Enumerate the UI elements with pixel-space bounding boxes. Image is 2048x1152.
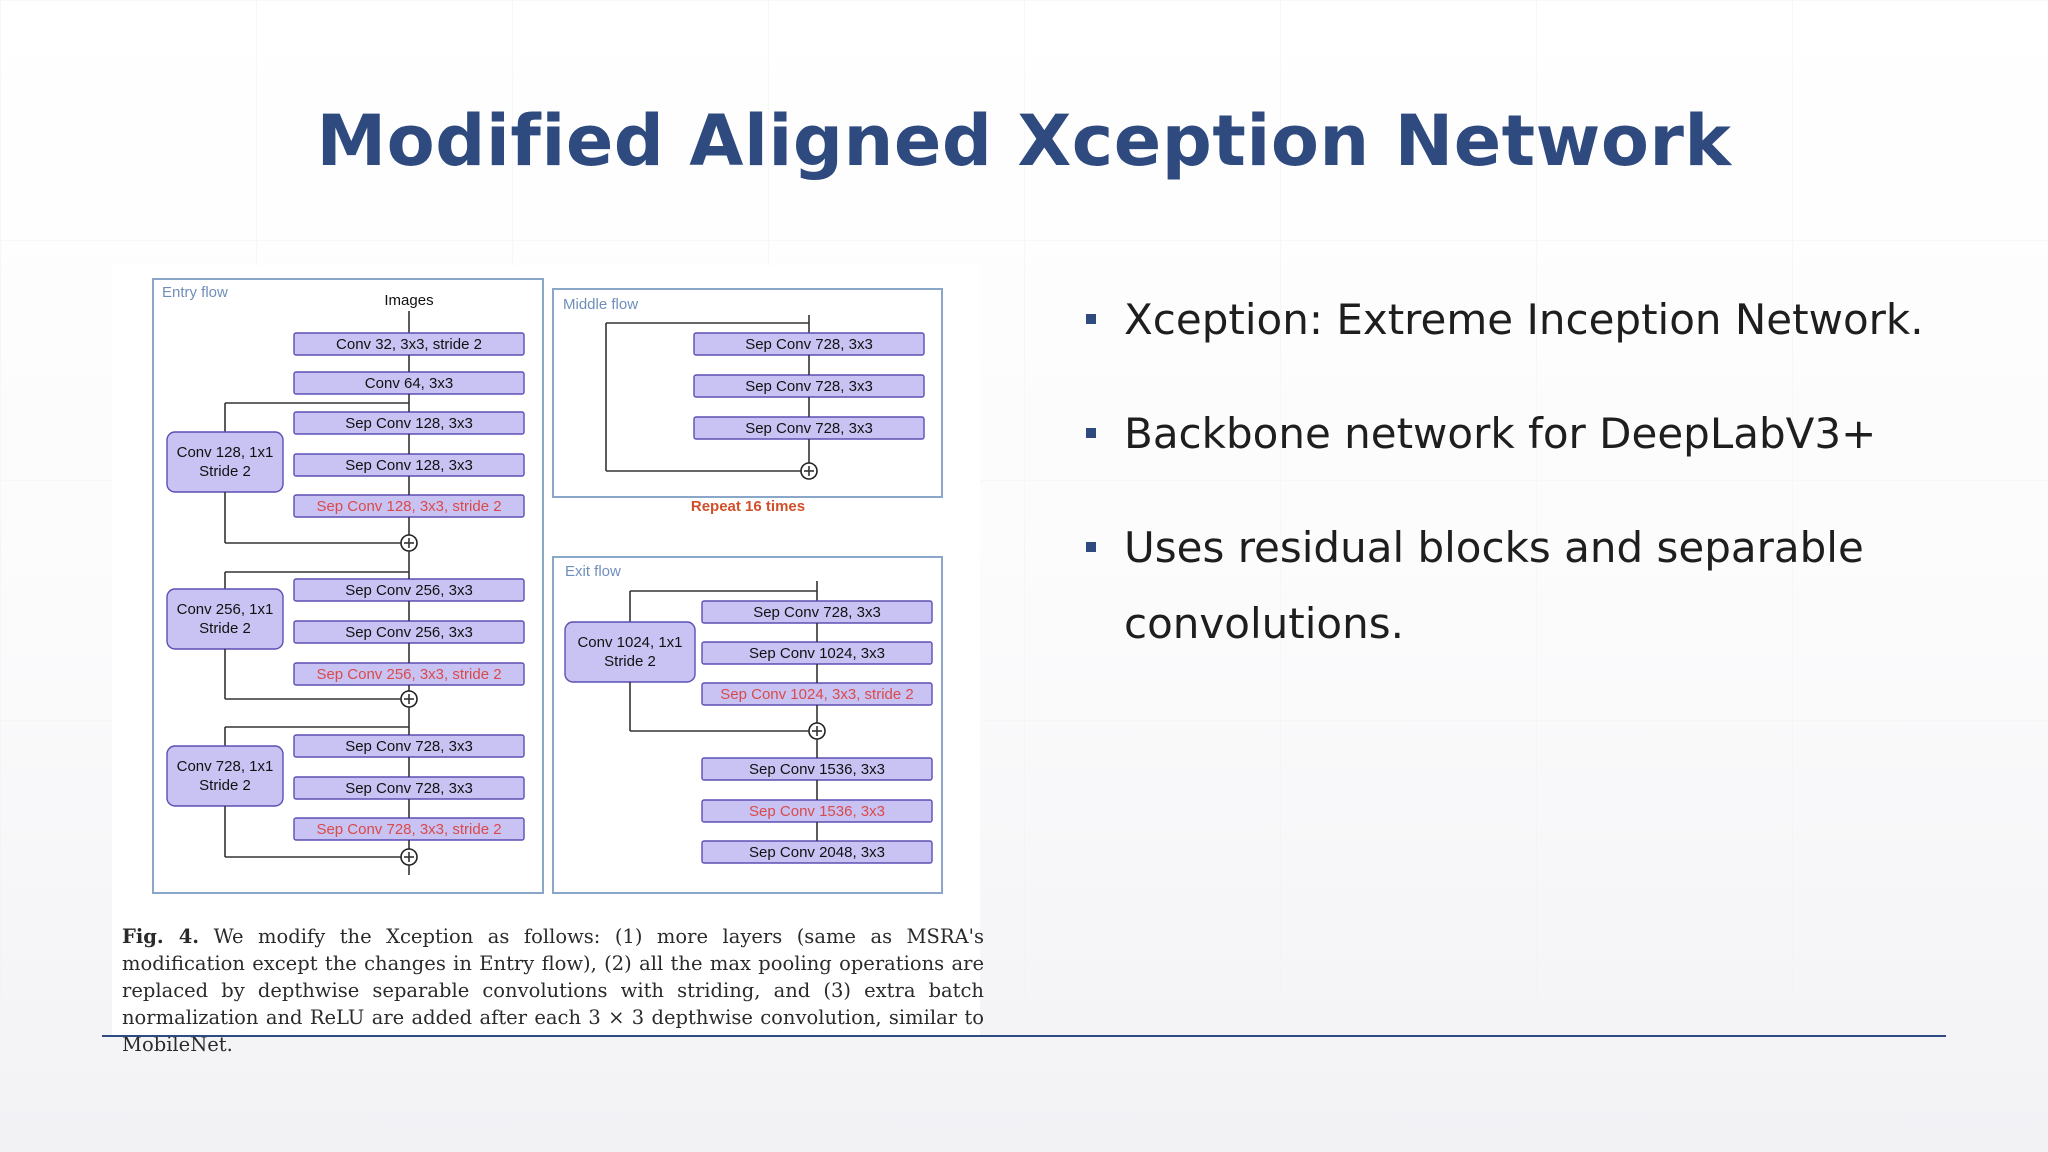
- skip-label: Stride 2: [199, 463, 251, 480]
- exit-flow-label: Exit flow: [565, 563, 621, 580]
- layer-label: Sep Conv 1024, 3x3, stride 2: [720, 686, 913, 703]
- layer-label: Sep Conv 728, 3x3: [745, 420, 873, 437]
- layer-label: Sep Conv 728, 3x3: [745, 378, 873, 395]
- layer-label: Sep Conv 128, 3x3, stride 2: [316, 498, 501, 515]
- bullet-marker: [1086, 428, 1096, 438]
- layer-label: Sep Conv 256, 3x3: [345, 624, 473, 641]
- layer-label: Sep Conv 728, 3x3: [345, 780, 473, 797]
- skip-label: Stride 2: [199, 620, 251, 637]
- layer-label: Sep Conv 1024, 3x3: [749, 645, 885, 662]
- bullet-text: Uses residual blocks and separable convo…: [1124, 523, 1864, 648]
- skip-label: Stride 2: [604, 653, 656, 670]
- skip-label: Conv 256, 1x1: [177, 601, 274, 618]
- bullet-text: Xception: Extreme Inception Network.: [1124, 295, 1924, 344]
- layer-label: Conv 32, 3x3, stride 2: [336, 336, 482, 353]
- layer-label: Sep Conv 1536, 3x3: [749, 803, 885, 820]
- layer-label: Sep Conv 256, 3x3, stride 2: [316, 666, 501, 683]
- skip-label: Conv 128, 1x1: [177, 444, 274, 461]
- slide-title: Modified Aligned Xception Network: [316, 100, 1732, 182]
- layer-label: Conv 64, 3x3: [365, 375, 453, 392]
- bullet-item: Xception: Extreme Inception Network.: [1080, 282, 1980, 358]
- entry-flow-label: Entry flow: [162, 284, 228, 301]
- layer-label: Sep Conv 128, 3x3: [345, 457, 473, 474]
- bullet-marker: [1086, 542, 1096, 552]
- flow-panel-border: [552, 288, 943, 498]
- flow-panel-border: [152, 278, 544, 894]
- layer-label: Sep Conv 256, 3x3: [345, 582, 473, 599]
- layer-label: Sep Conv 728, 3x3, stride 2: [316, 821, 501, 838]
- skip-label: Stride 2: [199, 777, 251, 794]
- bullet-item: Backbone network for DeepLabV3+: [1080, 396, 1980, 472]
- layer-label: Sep Conv 128, 3x3: [345, 415, 473, 432]
- layer-label: Sep Conv 728, 3x3: [345, 738, 473, 755]
- bottom-rule: [102, 1035, 1946, 1037]
- bullet-marker: [1086, 314, 1096, 324]
- flow-panel-border: [552, 556, 943, 894]
- caption-label: Fig. 4.: [122, 925, 200, 948]
- skip-label: Conv 728, 1x1: [177, 758, 274, 775]
- caption-text: We modify the Xception as follows: (1) m…: [122, 925, 985, 1056]
- layer-label: Sep Conv 728, 3x3: [753, 604, 881, 621]
- layer-label: Sep Conv 728, 3x3: [745, 336, 873, 353]
- bullet-text: Backbone network for DeepLabV3+: [1124, 409, 1877, 458]
- bullet-list: Xception: Extreme Inception Network. Bac…: [1080, 282, 1980, 700]
- figure-caption: Fig. 4. We modify the Xception as follow…: [122, 923, 984, 1058]
- repeat-label: Repeat 16 times: [691, 498, 805, 515]
- layer-label: Sep Conv 1536, 3x3: [749, 761, 885, 778]
- bullet-item: Uses residual blocks and separable convo…: [1080, 510, 1980, 662]
- layer-label: Sep Conv 2048, 3x3: [749, 844, 885, 861]
- input-label: Images: [384, 292, 433, 309]
- skip-label: Conv 1024, 1x1: [577, 634, 682, 651]
- middle-flow-label: Middle flow: [563, 296, 638, 313]
